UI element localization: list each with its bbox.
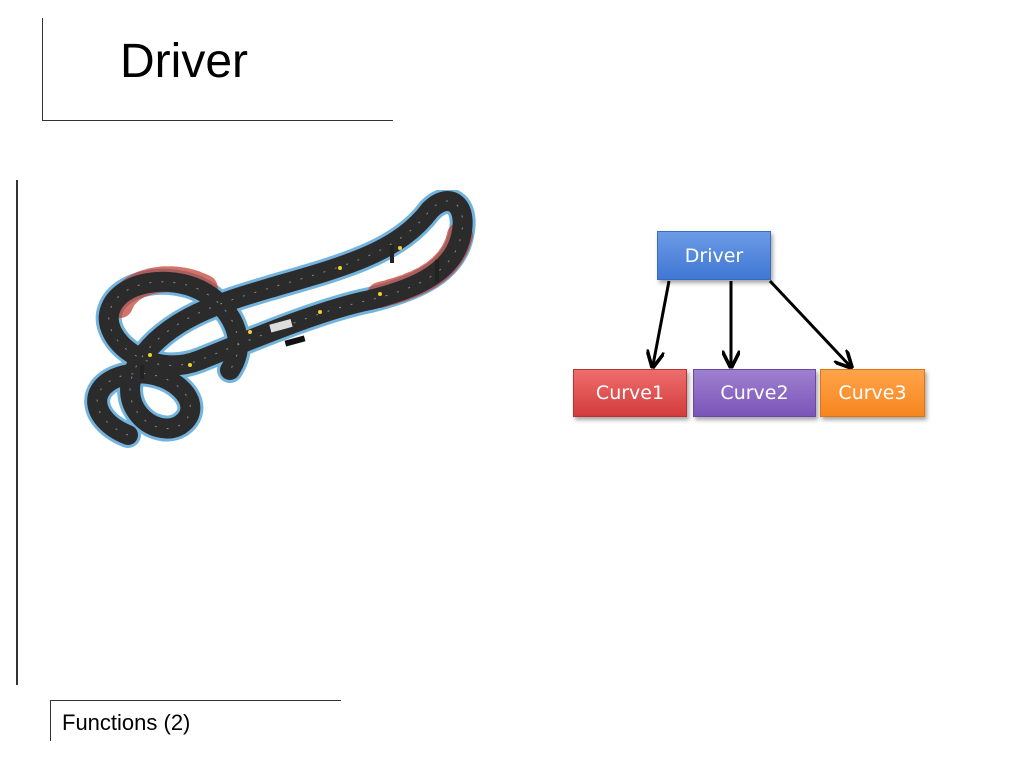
left-divider (16, 180, 18, 685)
arrow-to-curve1 (653, 280, 671, 365)
footer-label: Functions (2) (62, 710, 191, 735)
slide-title: Driver (120, 35, 248, 88)
curve1-node-label: Curve1 (595, 382, 665, 404)
track-supports (140, 245, 439, 379)
curve3-node: Curve3 (820, 369, 925, 417)
driver-node: Driver (657, 231, 771, 280)
curve2-node-label: Curve2 (720, 382, 789, 404)
curve3-node-label: Curve3 (838, 382, 907, 404)
track-controller (284, 335, 306, 347)
driver-node-label: Driver (684, 244, 744, 267)
track-asphalt (87, 191, 473, 445)
footer-frame (50, 700, 341, 741)
curve2-node: Curve2 (693, 369, 816, 417)
start-finish-line (269, 319, 293, 333)
title-frame (42, 18, 393, 121)
track-arrows (148, 246, 402, 367)
arrow-to-curve3 (768, 279, 850, 366)
curve1-node: Curve1 (573, 369, 687, 417)
race-track-image (84, 190, 476, 448)
